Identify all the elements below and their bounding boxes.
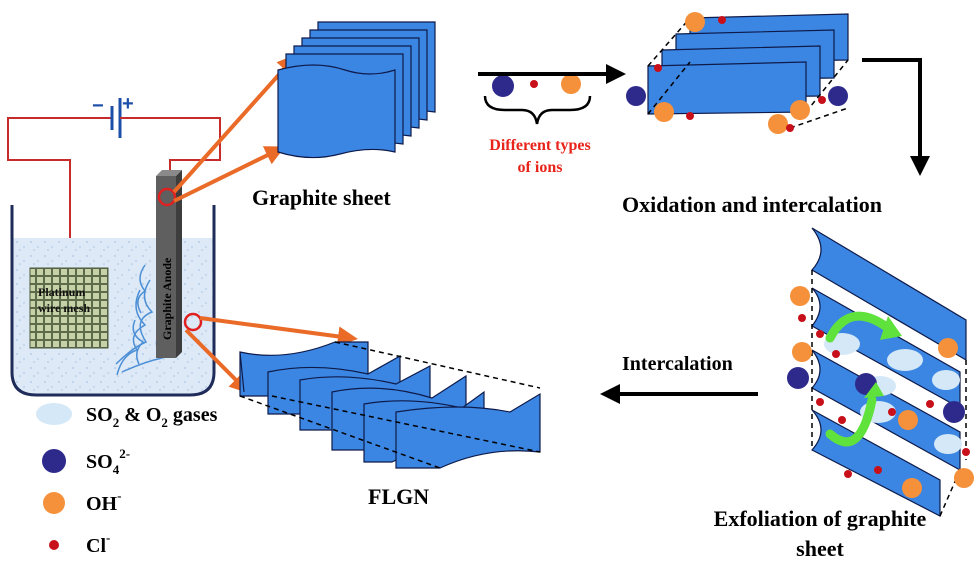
exfoliating-stack	[787, 227, 974, 517]
flgn-label: FLGN	[368, 484, 429, 509]
beaker-icon	[10, 205, 216, 397]
wire-positive	[128, 117, 221, 176]
exfoliation-label-line2: sheet	[796, 536, 844, 561]
legend-label-so4: SO42-	[86, 446, 130, 477]
legend-swatch-so4	[42, 449, 66, 473]
battery-plus-label: +	[122, 93, 134, 115]
flgn-sheets	[239, 341, 541, 469]
battery-icon	[100, 98, 128, 138]
intercalation-label: Intercalation	[622, 353, 733, 375]
curly-brace	[483, 95, 592, 125]
platinum-label-line1: Platinum	[38, 285, 85, 299]
graphite-anode-label: Graphite Anode	[160, 257, 174, 340]
anode-bottom-highlight	[183, 312, 203, 332]
legend-swatch-so2-o2	[36, 403, 72, 425]
anode-top-highlight	[157, 187, 177, 207]
zoom-arrows	[172, 54, 358, 394]
different-types-line2: of ions	[518, 159, 563, 176]
ion-group-top	[483, 74, 592, 125]
wire-negative	[7, 117, 100, 158]
graphite-sheet-stack	[277, 21, 436, 159]
legend-label-oh: OH-	[86, 488, 121, 515]
exfoliation-label-line1: Exfoliation of graphite	[714, 506, 927, 531]
legend-label-cl: Cl-	[86, 530, 110, 557]
legend-swatch-cl	[49, 540, 59, 550]
legend: SO2 & O2 gases SO42- OH- Cl-	[36, 403, 218, 557]
wire-left	[7, 118, 71, 278]
intercalated-stack	[626, 12, 849, 134]
green-curved-arrows	[825, 311, 893, 447]
different-types-line1: Different types	[489, 137, 590, 154]
arrow-to-exfoliation	[862, 58, 930, 176]
graphite-anode-icon	[156, 170, 182, 358]
legend-swatch-oh	[43, 492, 65, 514]
platinum-mesh-icon	[29, 267, 109, 349]
platinum-label-line2: wire mesh	[38, 301, 90, 315]
graphite-sheet-label: Graphite sheet	[252, 185, 391, 210]
electrochemical-cell: − + Graphite Anode	[7, 93, 221, 397]
legend-label-so2-o2: SO2 & O2 gases	[86, 404, 218, 430]
oxidation-intercalation-label: Oxidation and intercalation	[622, 192, 882, 217]
battery-minus-label: −	[92, 95, 104, 117]
